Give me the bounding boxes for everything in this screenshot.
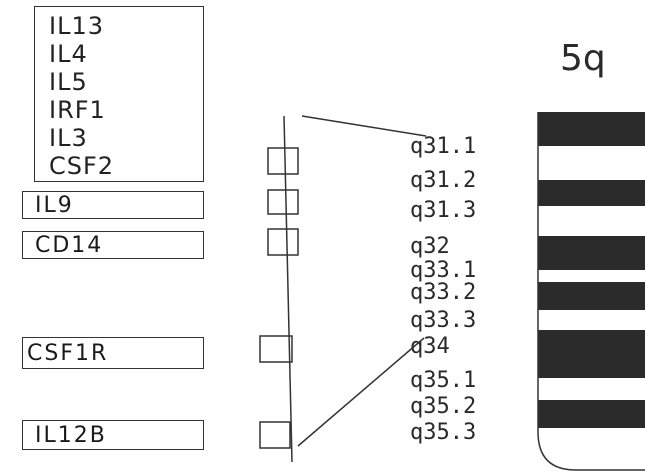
- band-label: q33.3: [410, 308, 477, 333]
- gene-label: IL4: [49, 40, 88, 68]
- chromosome-band: [538, 146, 645, 180]
- chromosome-band: [538, 282, 645, 310]
- gene-label: CD14: [35, 232, 104, 258]
- band-label: q33.2: [410, 280, 477, 305]
- band-label: q35.1: [410, 368, 477, 393]
- gene-label: CSF1R: [27, 340, 109, 366]
- gene-box-il9: IL9: [22, 191, 204, 219]
- band-label: q31.1: [410, 134, 477, 159]
- gene-cluster-box: IL13 IL4 IL5 IRF1 IL3 CSF2: [34, 6, 204, 182]
- chromosome-title: 5q: [560, 38, 606, 79]
- gene-label: IL3: [49, 124, 88, 152]
- gene-label: IL13: [49, 12, 104, 40]
- gene-marker: [267, 147, 299, 175]
- band-label: q31.3: [410, 198, 477, 223]
- gene-marker: [267, 228, 299, 256]
- gene-label: CSF2: [49, 152, 115, 180]
- band-label: q34: [410, 334, 450, 359]
- gene-label: IL9: [35, 192, 74, 218]
- gene-label: IRF1: [49, 96, 106, 124]
- map-axis-line: [283, 115, 293, 463]
- gene-marker: [259, 421, 291, 449]
- chromosome-outline: [537, 112, 645, 471]
- chromosome-band: [538, 378, 645, 400]
- gene-marker: [267, 189, 299, 215]
- gene-label: IL5: [49, 68, 88, 96]
- band-label: q35.2: [410, 394, 477, 419]
- chromosome-band: [538, 236, 645, 270]
- band-label: q33.1: [410, 258, 477, 283]
- chromosome-band: [538, 310, 645, 330]
- chromosome-bands: [538, 112, 645, 473]
- chromosome-band: [538, 330, 645, 378]
- gene-label: IL12B: [35, 422, 107, 448]
- chromosome-band: [538, 206, 645, 236]
- gene-marker: [259, 335, 293, 363]
- band-label: q35.3: [410, 420, 477, 445]
- gene-box-cd14: CD14: [22, 231, 204, 259]
- band-label: q31.2: [410, 168, 477, 193]
- chromosome-band: [538, 428, 645, 473]
- chromosome-band: [538, 400, 645, 428]
- chromosome-band: [538, 180, 645, 206]
- connector-line-top: [301, 115, 427, 137]
- chromosome-band: [538, 112, 645, 146]
- connector-line-bottom: [297, 337, 425, 447]
- chromosome-band: [538, 270, 645, 282]
- gene-box-il12b: IL12B: [22, 420, 204, 450]
- band-label: q32: [410, 234, 450, 259]
- gene-box-csf1r: CSF1R: [22, 337, 204, 369]
